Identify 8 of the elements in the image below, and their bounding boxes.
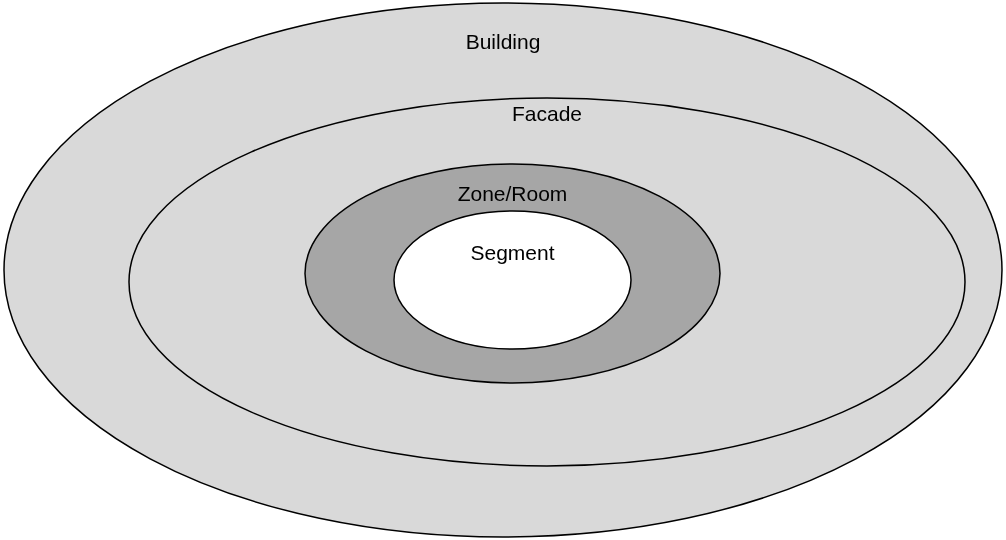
ellipse-region — [393, 210, 632, 350]
ellipse-region — [128, 97, 966, 467]
region-label: Building — [465, 29, 541, 55]
region-label: Zone/Room — [457, 181, 568, 207]
region-label: Facade — [511, 101, 582, 127]
ellipse-region — [3, 2, 1003, 538]
region-label: Segment — [470, 240, 555, 266]
ellipse-region — [304, 163, 721, 384]
